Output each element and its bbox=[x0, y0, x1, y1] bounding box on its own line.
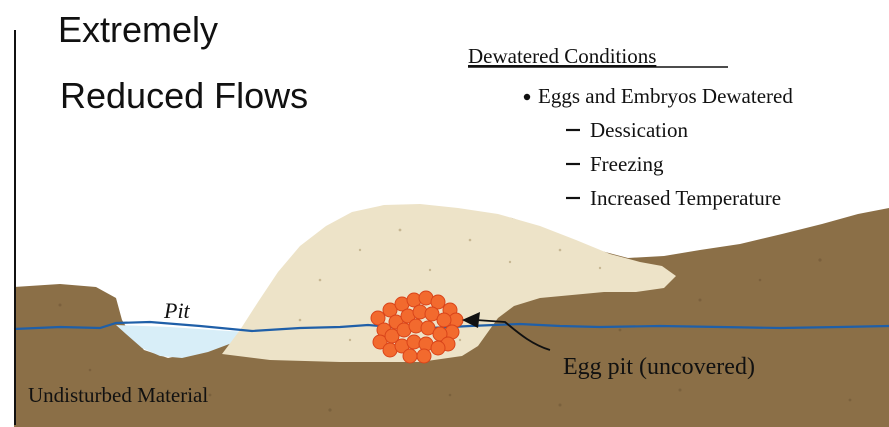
undisturbed-material-label: Undisturbed Material bbox=[28, 383, 208, 407]
sub-item-dessication: Dessication bbox=[590, 118, 688, 142]
sub-item-increased-temperature: Increased Temperature bbox=[590, 186, 781, 210]
egg bbox=[417, 349, 431, 363]
egg bbox=[437, 313, 451, 327]
conditions-bullet: Eggs and Embryos Dewatered bbox=[538, 84, 793, 108]
egg-pit-label: Egg pit (uncovered) bbox=[563, 354, 755, 380]
egg bbox=[403, 349, 417, 363]
pit-label: Pit bbox=[163, 298, 191, 323]
title-line-2: Reduced Flows bbox=[60, 75, 308, 116]
sub-item-freezing: Freezing bbox=[590, 152, 664, 176]
egg bbox=[431, 341, 445, 355]
title-line-1: Extremely bbox=[58, 9, 218, 50]
bullet-dot bbox=[524, 94, 530, 100]
conditions-heading: Dewatered Conditions bbox=[468, 44, 656, 68]
